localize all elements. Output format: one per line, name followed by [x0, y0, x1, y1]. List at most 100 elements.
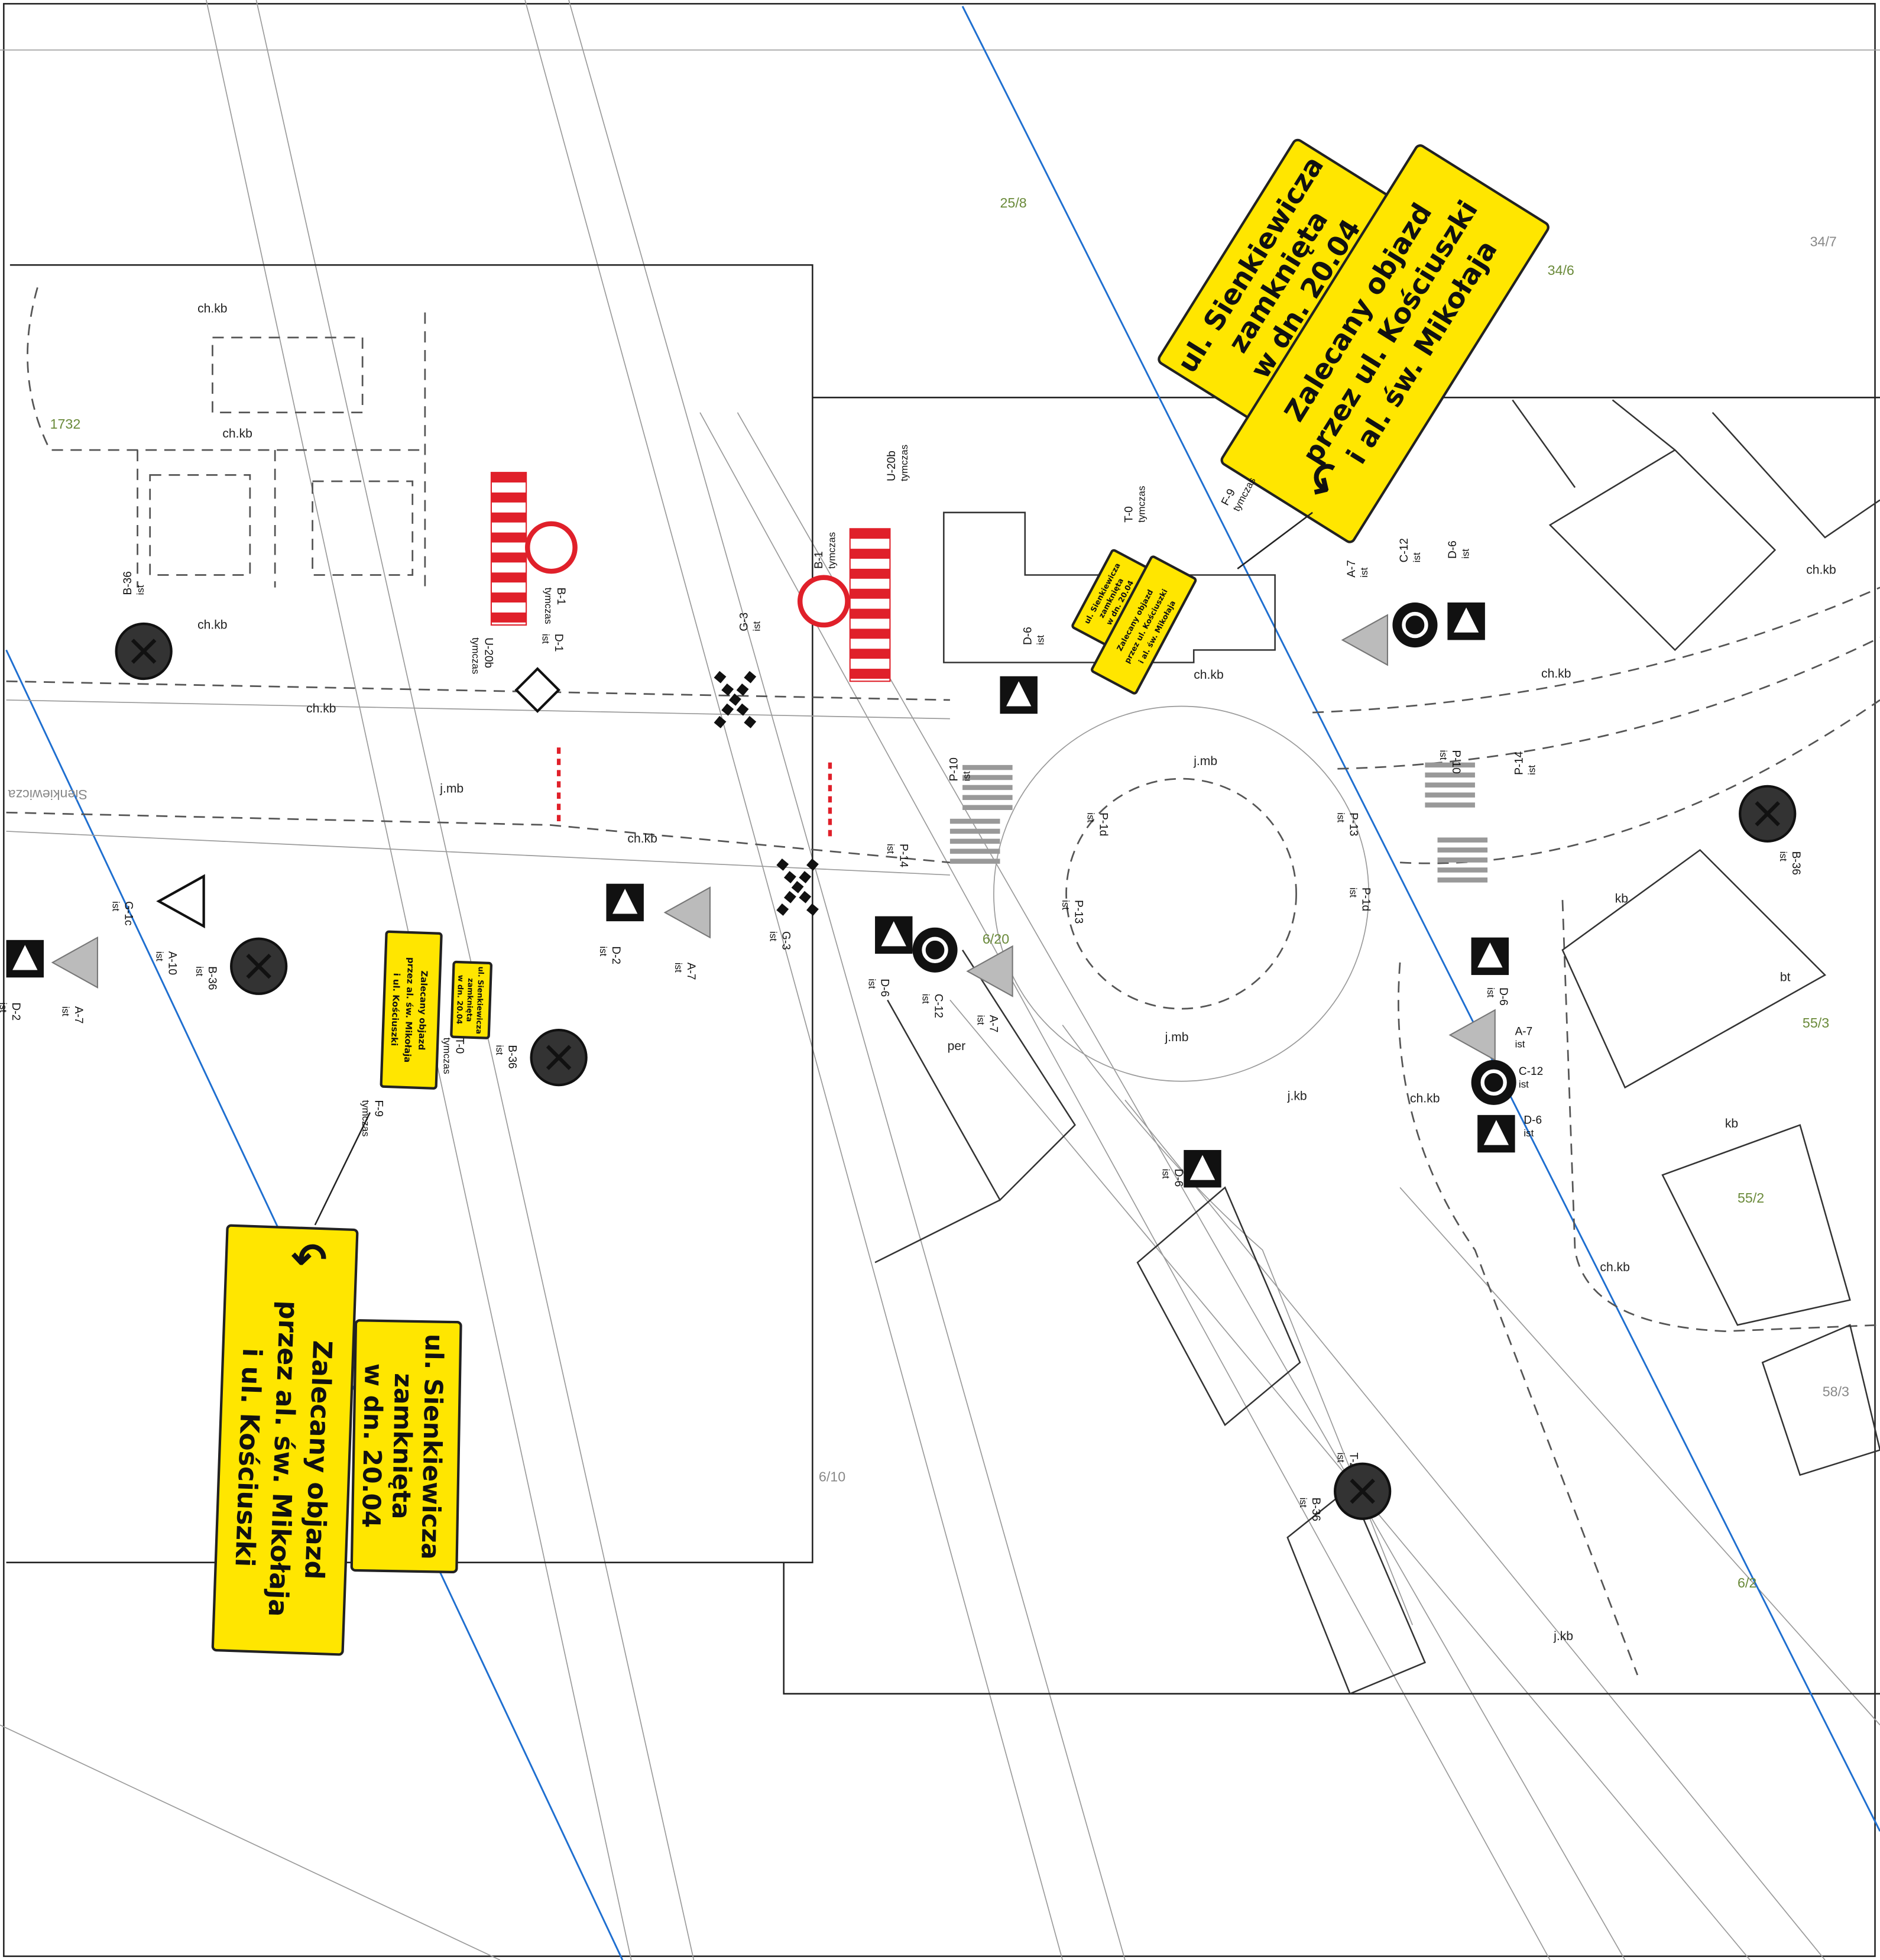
- sign-text: ul. Sienkiewicza: [416, 1333, 449, 1560]
- sign-code: B-36: [1309, 1498, 1322, 1521]
- sign-code: D-6: [879, 979, 891, 997]
- sign-text: zamknięta: [465, 978, 475, 1022]
- sign-code: D-2: [9, 1003, 22, 1021]
- area-label: ch.kb: [1410, 1092, 1440, 1106]
- area-label: ch.kb: [1541, 667, 1571, 681]
- parcel-label: 34/6: [1548, 263, 1574, 278]
- sign-status: ist: [767, 931, 779, 941]
- sign-status: ist: [0, 1003, 9, 1013]
- area-label: per: [948, 1039, 966, 1053]
- sign-status: ist: [961, 771, 973, 781]
- area-label: ch.kb: [627, 832, 657, 845]
- sign-status: ist: [1348, 887, 1359, 898]
- sign-code: A-7: [987, 1015, 1000, 1033]
- area-label: j.mb: [1193, 754, 1217, 768]
- sign-code: D-6: [1447, 540, 1459, 559]
- sign-status: ist: [885, 844, 896, 854]
- sign-code: P-1d: [1097, 812, 1110, 836]
- sign-status: tymczas: [470, 637, 481, 674]
- sign-code: G-1c: [122, 901, 134, 925]
- street-name: Sienkiewicza: [8, 787, 87, 802]
- sign-text: zamknięta: [387, 1373, 418, 1520]
- area-label: j.kb: [1553, 1629, 1573, 1643]
- parcel-label: 6/10: [819, 1469, 845, 1484]
- sign-status: ist: [1519, 1078, 1529, 1090]
- boundary-line: [961, 5, 1880, 1832]
- sign-status: tymczas: [899, 445, 910, 481]
- closure-sign-small-left: ul. Sienkiewicza zamknięta w dn. 20.04: [450, 960, 492, 1039]
- sign-status: ist: [1411, 552, 1422, 562]
- sign-status: ist: [598, 946, 609, 956]
- sign-status: ist: [1060, 900, 1071, 910]
- sign-status: ist: [1298, 1498, 1309, 1508]
- sign-text: w dn. 20.04: [455, 975, 465, 1025]
- area-label: kb: [1725, 1117, 1738, 1130]
- sign-code: P-14: [897, 844, 909, 868]
- sign-status: ist: [975, 1015, 986, 1025]
- area-label: bt: [1780, 971, 1791, 984]
- area-labels: ch.kb ch.kb ch.kb ch.kb j.mb ch.kb j.mb …: [197, 302, 1836, 1643]
- sign-text: i ul. Kościuszki: [389, 973, 401, 1046]
- sign-code: A-7: [72, 1006, 85, 1024]
- sign-code: F-9: [372, 1100, 384, 1117]
- parcel-label: 58/3: [1823, 1384, 1849, 1399]
- sign-text: ul. Sienkiewicza: [475, 966, 486, 1034]
- sign-status: ist: [920, 994, 931, 1004]
- sign-code: P-13: [1347, 812, 1360, 836]
- crosswalks: [949, 762, 1488, 883]
- area-label: ch.kb: [197, 302, 228, 316]
- u-turn-arrow-icon: ↶: [290, 1235, 328, 1283]
- sign-code: G-3: [780, 931, 792, 950]
- sign-text: przez al. św. Mikołaja: [402, 957, 416, 1063]
- sign-status: ist: [1485, 987, 1496, 997]
- no-entry-sign-b1: [797, 575, 850, 628]
- sign-code: B-36: [122, 571, 134, 595]
- sign-code: D-6: [1524, 1115, 1542, 1127]
- parcel-label: 55/2: [1738, 1190, 1764, 1206]
- sign-code: U-20b: [886, 451, 898, 481]
- sign-code: D-6: [1022, 627, 1034, 645]
- area-label: ch.kb: [306, 702, 336, 715]
- sign-code: C-12: [1398, 538, 1411, 562]
- sign-status: ist: [1438, 750, 1449, 760]
- sign-status: tymczas: [543, 588, 554, 624]
- sign-status: tymczas: [360, 1100, 371, 1136]
- sign-code: U-20b: [482, 637, 494, 668]
- parcel-label: 25/8: [1000, 195, 1026, 210]
- parcel-label: 34/7: [1810, 234, 1837, 249]
- sign-code: A-7: [1515, 1026, 1533, 1038]
- sign-code: P-14: [1513, 751, 1525, 775]
- sign-code: D-1: [552, 634, 565, 652]
- sign-code: A-7: [1346, 560, 1358, 578]
- sign-status: ist: [1335, 1453, 1346, 1463]
- sign-status: ist: [1359, 568, 1370, 578]
